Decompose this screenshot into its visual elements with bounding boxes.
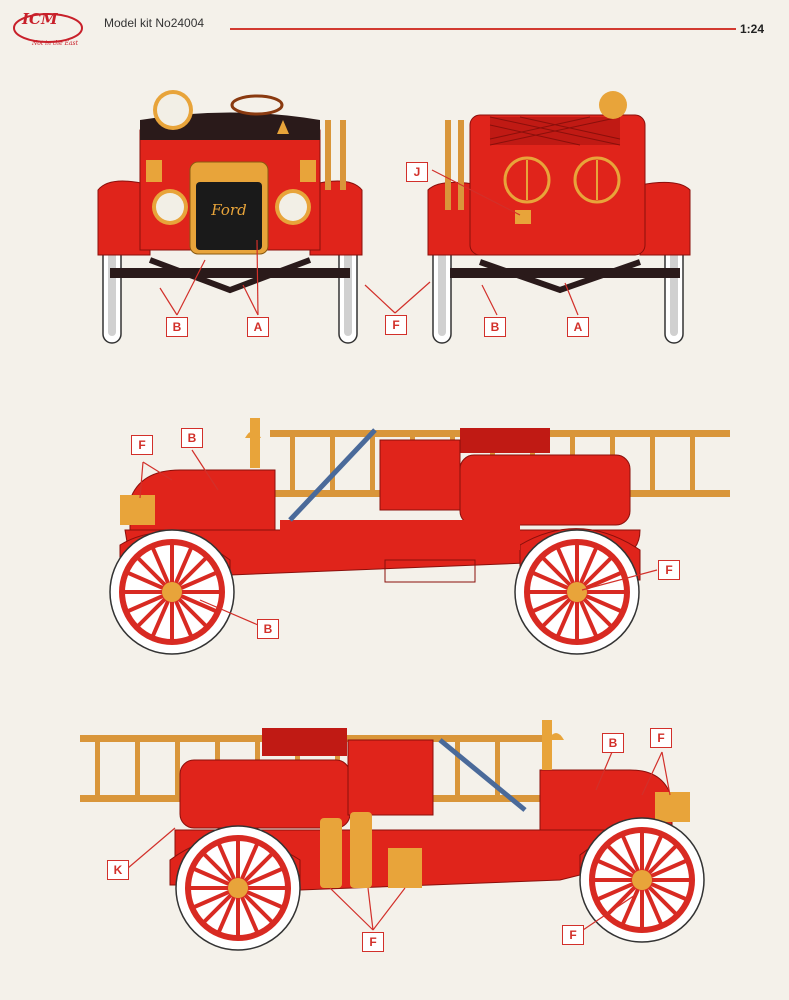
logo-text: ICM: [22, 10, 58, 28]
logo-tagline: Not in the East: [32, 40, 79, 47]
callout-side-F: F: [131, 435, 153, 455]
callout-left-F: F: [650, 728, 672, 748]
rear-wheel: [514, 529, 640, 655]
icm-logo-swoosh-icon: [13, 13, 83, 43]
left-rear-wheel: [175, 825, 301, 951]
callout-side-wheel-F: F: [658, 560, 680, 580]
callout-left-equipment-F: F: [362, 932, 384, 952]
svg-text:Ford: Ford: [210, 201, 246, 219]
header-rule: [230, 28, 736, 30]
callout-rear-B: B: [484, 317, 506, 337]
callout-left-wheel-F: F: [562, 925, 584, 945]
callout-front-A: A: [247, 317, 269, 337]
callout-side-wheel-B: B: [257, 619, 279, 639]
scale-label: 1:24: [740, 22, 765, 36]
callout-rear-J: J: [406, 162, 428, 182]
callout-rear-A: A: [567, 317, 589, 337]
front-wheel: [109, 529, 235, 655]
callout-side-B: B: [181, 428, 203, 448]
icm-logo: [10, 8, 90, 50]
callout-left-B: B: [602, 733, 624, 753]
left-front-wheel: [579, 817, 705, 943]
model-kit-number: Model kit No24004: [104, 16, 205, 30]
callout-rear-F: F: [385, 315, 407, 335]
callout-left-K: K: [107, 860, 129, 880]
callout-front-B: B: [166, 317, 188, 337]
